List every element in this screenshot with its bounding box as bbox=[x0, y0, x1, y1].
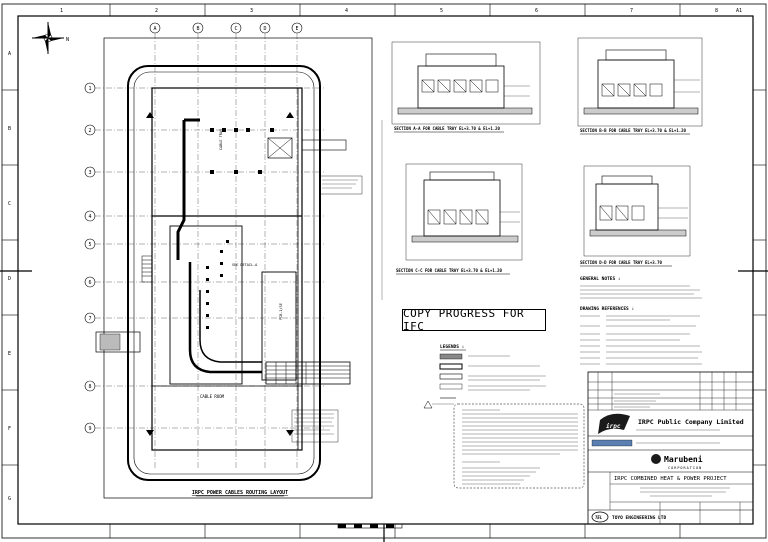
room-label-cable-tray: CABLE TRAY bbox=[219, 128, 223, 150]
section-title: SECTION D-D FOR CABLE TRAY EL+3.70 bbox=[580, 260, 662, 265]
column-marker: 5 bbox=[440, 8, 443, 14]
grid-number: 7 bbox=[88, 316, 91, 322]
row-marker: B bbox=[8, 126, 11, 132]
room-label-cable-room: CABLE ROOM bbox=[200, 394, 225, 399]
scale-bar bbox=[337, 523, 403, 529]
general-notes-title: GENERAL NOTES : bbox=[580, 276, 621, 282]
section-b-b: SECTION B-B FOR CABLE TRAY EL+3.70 & EL+… bbox=[577, 37, 703, 135]
contractor-name: Marubeni bbox=[664, 454, 703, 464]
row-marker: A bbox=[8, 51, 11, 57]
column-marker: 1 bbox=[60, 8, 63, 14]
section-title: SECTION C-C FOR CABLE TRAY EL+3.70 & EL+… bbox=[396, 268, 503, 273]
grid-letter: B bbox=[196, 26, 199, 32]
legend: LEGENDS : bbox=[423, 344, 585, 489]
grid-letter: E bbox=[295, 26, 298, 32]
north-label: N bbox=[66, 37, 69, 43]
title-block: irpc IRPC Public Company Limited Maruben… bbox=[587, 371, 754, 525]
grid-number: 9 bbox=[88, 426, 91, 432]
room-label-pcb: PCB-1/SE bbox=[279, 303, 283, 320]
project-name: IRPC COMBINED HEAT & POWER PROJECT bbox=[614, 476, 727, 482]
row-marker: E bbox=[8, 351, 11, 357]
row-marker: C bbox=[8, 201, 11, 207]
plan-view: A B C D E 1 2 3 4 5 6 7 8 9 bbox=[84, 22, 383, 499]
column-marker: 8 bbox=[715, 8, 718, 14]
section-title: SECTION B-B FOR CABLE TRAY EL+3.70 & EL+… bbox=[580, 128, 687, 133]
grid-number: 3 bbox=[88, 170, 91, 176]
grid-number: 1 bbox=[88, 86, 91, 92]
section-title: SECTION A-A FOR CABLE TRAY EL+3.70 & EL+… bbox=[394, 126, 501, 131]
plan-title: IRPC POWER CABLES ROUTING LAYOUT bbox=[192, 490, 288, 496]
grid-number: 4 bbox=[88, 214, 91, 220]
column-marker: 4 bbox=[345, 8, 348, 14]
north-arrow-icon: N bbox=[32, 22, 69, 54]
row-marker: D bbox=[8, 276, 11, 282]
section-a-a: SECTION A-A FOR CABLE TRAY EL+3.70 & EL+… bbox=[391, 41, 541, 133]
section-d-d: SECTION D-D FOR CABLE TRAY EL+3.70 bbox=[580, 165, 691, 267]
grid-number: 8 bbox=[88, 384, 91, 390]
client-name: IRPC Public Company Limited bbox=[638, 418, 744, 426]
row-marker: F bbox=[8, 426, 11, 432]
grid-letter: A bbox=[153, 26, 156, 32]
grid-letter: C bbox=[234, 26, 237, 32]
engineer-logo: TEL bbox=[595, 515, 603, 520]
drawing-references-title: DRAWING REFERENCES : bbox=[580, 306, 634, 312]
copy-progress-stamp: COPY PROGRESS FOR IFC bbox=[402, 307, 546, 333]
column-marker: 2 bbox=[155, 8, 158, 14]
grid-number: 6 bbox=[88, 280, 91, 286]
grid-letter: D bbox=[263, 26, 266, 32]
column-marker: 7 bbox=[630, 8, 633, 14]
client-logo: irpc bbox=[606, 423, 621, 430]
row-marker: G bbox=[8, 496, 11, 502]
grid-number: 2 bbox=[88, 128, 91, 134]
legend-title: LEGENDS : bbox=[440, 344, 464, 350]
general-notes: GENERAL NOTES : DRAWING REFERENCES : bbox=[580, 276, 702, 365]
contractor-sub: CORPORATION bbox=[668, 466, 702, 470]
grid-number: 5 bbox=[88, 242, 91, 248]
section-c-c: SECTION C-C FOR CABLE TRAY EL+3.70 & EL+… bbox=[396, 163, 523, 275]
column-marker: 3 bbox=[250, 8, 253, 14]
room-label-detail: SEE DETAIL-A bbox=[232, 263, 258, 267]
sheet-corner-ref: A1 bbox=[736, 8, 742, 14]
engineer-name: TOYO ENGINEERING LTD bbox=[612, 515, 666, 521]
column-marker: 6 bbox=[535, 8, 538, 14]
